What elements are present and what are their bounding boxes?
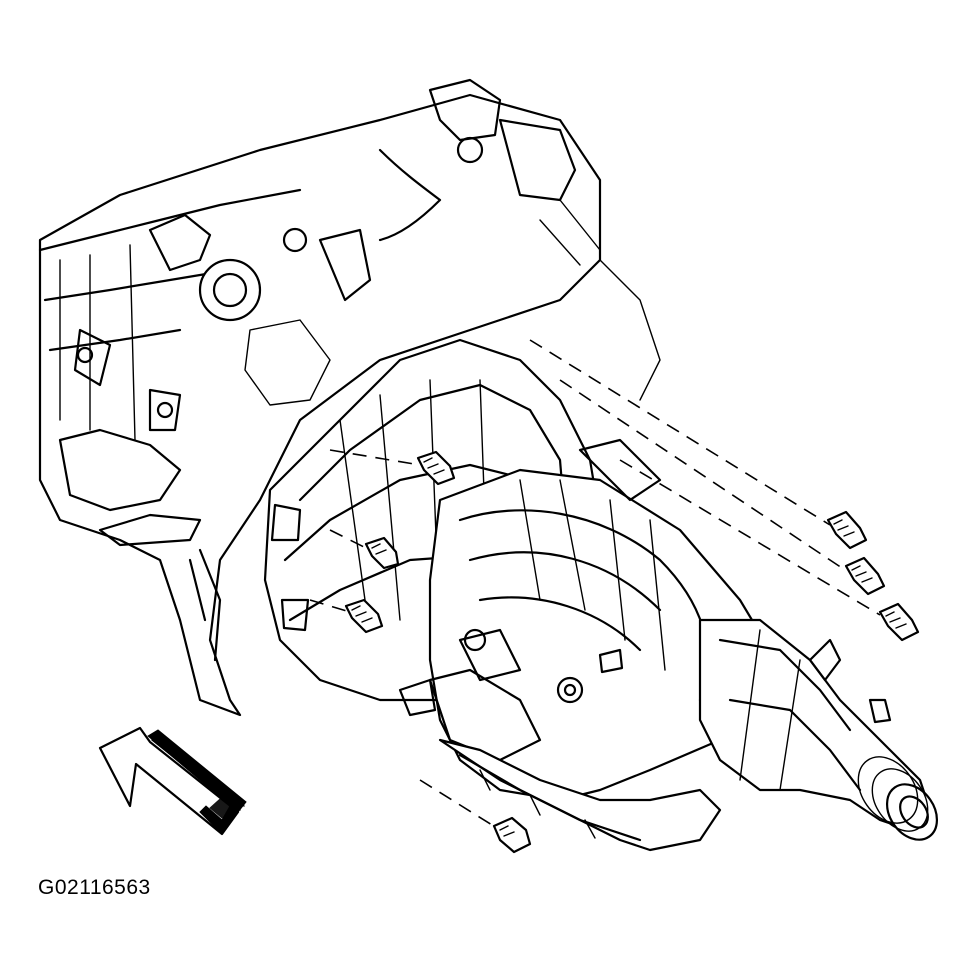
- extension-housing: [698, 618, 939, 841]
- engine-bracket: [428, 78, 502, 142]
- bolt-left-1: [416, 450, 456, 486]
- transmission-case: [398, 438, 772, 802]
- oil-pan: [438, 738, 722, 852]
- bolt-left-3: [344, 598, 384, 634]
- bolt-upper-right-2: [844, 556, 886, 596]
- bolt-bottom: [492, 816, 532, 854]
- bolt-upper-right-1: [826, 510, 868, 550]
- exhaust-manifold: [58, 428, 182, 512]
- shift-linkage: [458, 628, 522, 682]
- engine-pulley: [198, 258, 262, 322]
- engine-block: [38, 78, 661, 717]
- bolt-upper-right-3: [878, 602, 920, 642]
- bolt-left-2: [364, 536, 400, 570]
- bolt-alignment-lines: [309, 339, 881, 831]
- front-direction-arrow-icon: [98, 726, 247, 836]
- figure-code: G02116563: [38, 876, 151, 899]
